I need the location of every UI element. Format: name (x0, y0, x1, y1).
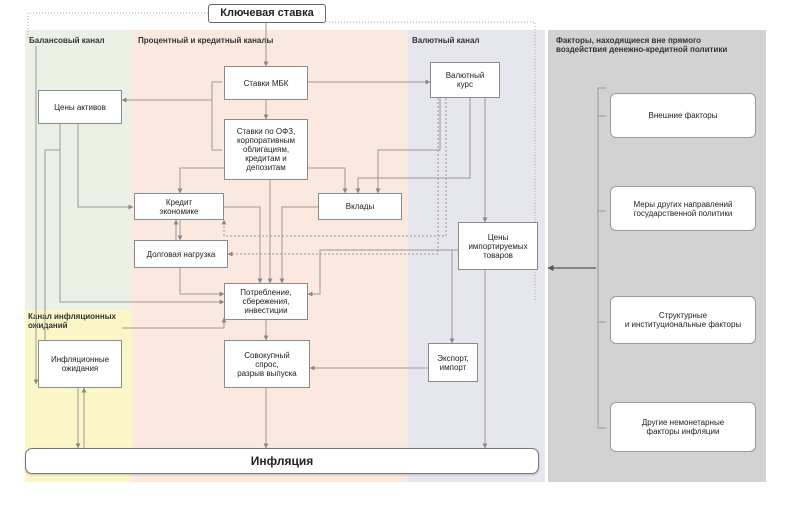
fx-channel-label: Валютный канал (412, 36, 480, 45)
asset-prices-node: Цены активов (38, 90, 122, 124)
debt-burden-node: Долговая нагрузка (134, 240, 228, 268)
inflation-expectations-node: Инфляционные ожидания (38, 340, 122, 388)
interbank-rates-node: Ставки МБК (224, 66, 308, 100)
consumption-savings-node: Потребление, сбережения, инвестиции (224, 283, 308, 320)
rate-credit-channel-label: Процентный и кредитный каналы (138, 36, 274, 45)
credit-economy-node: Кредит экономике (134, 193, 224, 220)
external-factor-box: Структурные и институциональные факторы (610, 296, 756, 344)
inflation-expectations-label: Канал инфляционных ожиданий (28, 312, 116, 330)
inflation-box: Инфляция (25, 448, 539, 474)
aggregate-demand-node: Совокупный спрос, разрыв выпуска (224, 340, 310, 388)
external-factor-box: Внешние факторы (610, 93, 756, 138)
ofz-rates-node: Ставки по ОФЗ, корпоративным облигациям,… (224, 119, 308, 180)
import-prices-node: Цены импортируемых товаров (458, 222, 538, 270)
deposits-node: Вклады (318, 193, 402, 220)
export-import-node: Экспорт, импорт (428, 343, 478, 382)
external-factor-box: Меры других направлений государственной … (610, 186, 756, 231)
balance-channel-zone (25, 30, 132, 310)
fx-rate-node: Валютный курс (430, 62, 500, 98)
external-factors-label: Факторы, находящиеся вне прямого воздейс… (556, 36, 728, 54)
external-factor-box: Другие немонетарные факторы инфляции (610, 402, 756, 452)
balance-channel-label: Балансовый канал (29, 36, 105, 45)
key-rate-box: Ключевая ставка (208, 4, 326, 23)
